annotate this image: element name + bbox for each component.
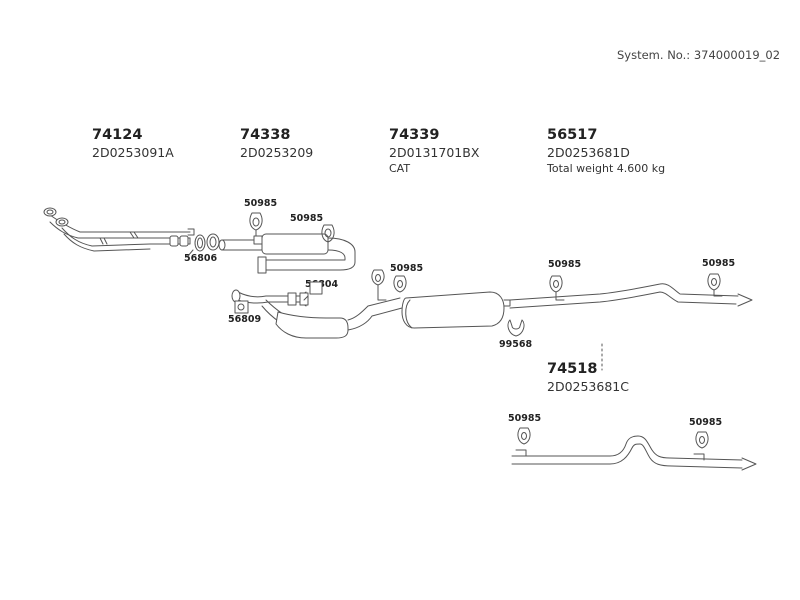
- hanger-label: 50985: [689, 417, 723, 428]
- part-note: CAT: [389, 162, 411, 175]
- part-number: 74124: [92, 127, 143, 143]
- hanger-label: 50985: [702, 258, 736, 269]
- part-number: 74338: [240, 127, 291, 143]
- rear-pipe-56517: [510, 274, 752, 308]
- part-74124: 74124 2D0253091A: [92, 126, 174, 161]
- part-74338: 74338 2D0253209: [240, 126, 313, 161]
- part-74518: 74518 2D0253681C: [547, 360, 629, 395]
- hanger-label: 50985: [508, 413, 542, 424]
- part-number: 56517: [547, 127, 598, 143]
- hanger-label: 50985: [290, 213, 324, 224]
- part-74339: 74339 2D0131701BX CAT: [389, 126, 479, 177]
- gasket-56806: [188, 234, 219, 256]
- gasket-56806-label: 56806: [184, 253, 218, 264]
- hanger-label: 50985: [548, 259, 582, 270]
- rear-pipe-74518: [512, 428, 756, 470]
- front-pipe-74124: [44, 208, 194, 251]
- hanger-label: 50985: [244, 198, 278, 209]
- part-code: 2D0253681C: [547, 379, 629, 394]
- catalyst-74339: [232, 270, 406, 338]
- part-code: 2D0131701BX: [389, 145, 480, 160]
- system-number: System. No.: 374000019_02: [617, 48, 781, 62]
- part-56517: 56517 2D0253681D Total weight 4.600 kg: [547, 126, 665, 177]
- hanger-label: 50985: [390, 263, 424, 274]
- gasket-56809-label: 56809: [228, 314, 262, 325]
- clamp-99568: [508, 320, 524, 336]
- part-code: 2D0253209: [240, 145, 314, 160]
- part-number: 74339: [389, 127, 440, 143]
- part-note: Total weight 4.600 kg: [547, 162, 666, 175]
- muffler: [402, 292, 510, 328]
- part-number: 74518: [547, 361, 598, 377]
- part-code: 2D0253091A: [92, 145, 174, 160]
- middle-pipe-74338: [219, 213, 355, 273]
- part-code: 2D0253681D: [547, 145, 630, 160]
- clamp-99568-label: 99568: [499, 339, 533, 350]
